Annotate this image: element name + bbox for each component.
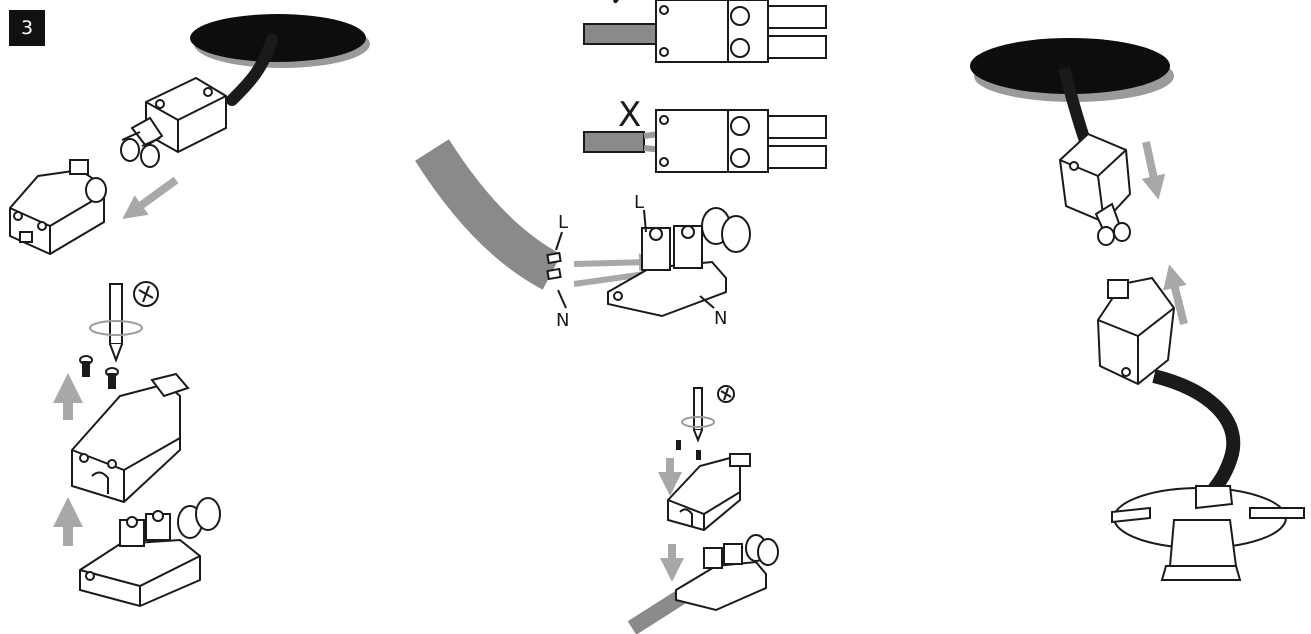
plug-connector-male — [120, 76, 227, 168]
connector-cover — [71, 372, 190, 504]
plug-connector-right — [1058, 132, 1132, 246]
step-number-badge: 3 — [9, 10, 45, 46]
panel-disconnect-and-open — [9, 14, 370, 608]
strip-length-correct: ✓ — [583, 0, 827, 63]
terminal-live-label: L — [634, 192, 644, 213]
ceiling-hole-left — [190, 14, 370, 68]
strip-length-incorrect: X — [583, 95, 827, 173]
wire-ends — [546, 251, 562, 281]
downlight-fixture — [1111, 485, 1305, 581]
arrow-pull-apart — [122, 176, 179, 220]
arrow-live-into-terminal — [573, 253, 657, 272]
wire-live-label: L — [558, 212, 568, 233]
screwdriver-icon — [89, 283, 143, 363]
socket-connector-female — [9, 159, 107, 256]
connector-cover-small — [667, 453, 751, 532]
panel-wiring: ✓ X — [415, 0, 827, 634]
panel-reconnect — [970, 38, 1305, 581]
screws — [79, 355, 119, 389]
power-cable-left — [226, 34, 278, 106]
incorrect-mark: X — [618, 95, 641, 135]
arrow-push-down — [1141, 141, 1166, 200]
terminal-block-open — [607, 207, 751, 318]
socket-connector-right — [1096, 276, 1176, 386]
luminaire-cable — [1152, 369, 1241, 497]
wire-neutral-label: N — [556, 310, 569, 331]
arrow-push-up — [1163, 264, 1188, 325]
screwdriver-icon-small — [681, 385, 735, 443]
terminal-base-small — [675, 534, 779, 612]
screws-small — [676, 440, 701, 460]
phillips-screw-icon — [133, 281, 159, 307]
terminal-base — [79, 497, 221, 608]
mains-cable — [415, 139, 562, 290]
terminal-neutral-label: N — [714, 308, 727, 329]
ceiling-hole-right — [970, 38, 1174, 102]
correct-mark: ✓ — [608, 0, 633, 14]
